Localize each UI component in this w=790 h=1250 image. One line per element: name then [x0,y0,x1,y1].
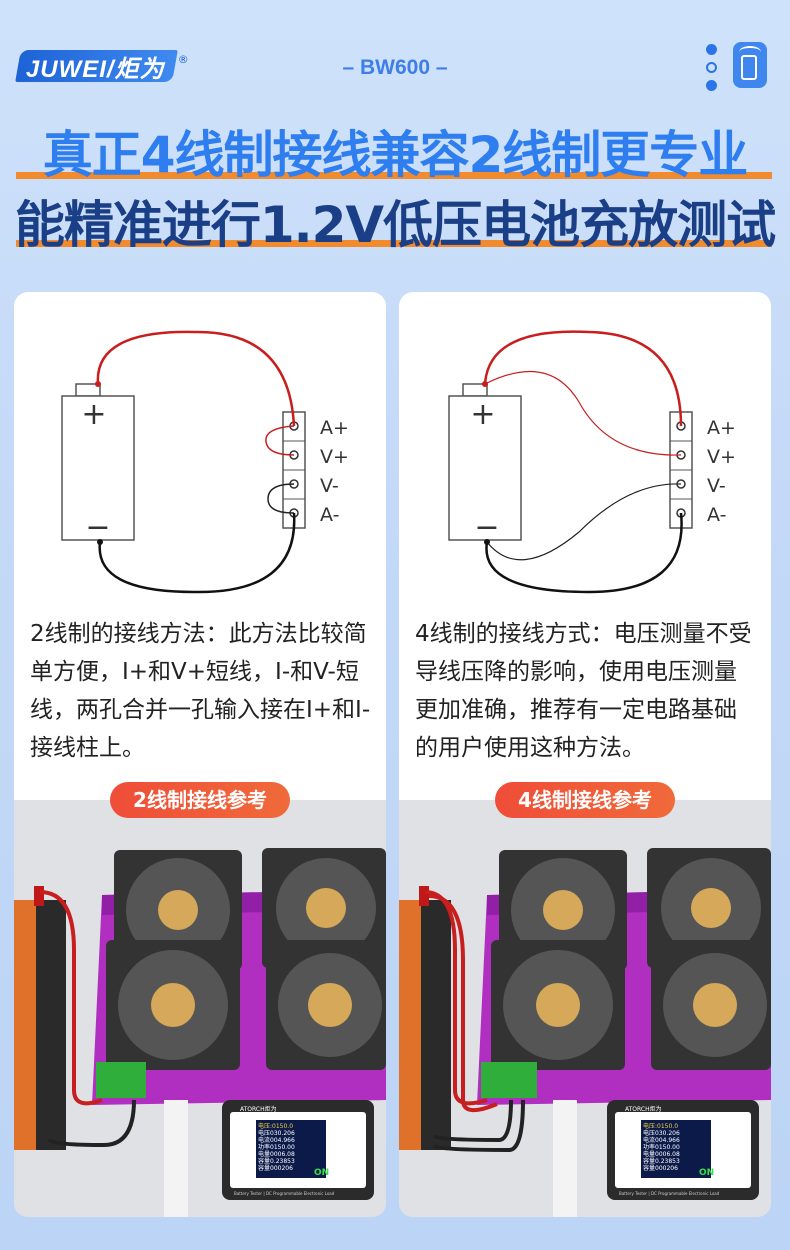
headline-primary: 真正4线制接线兼容2线制更专业 [42,126,749,184]
black-sense-wire [486,483,682,561]
meter-on: ON [699,1168,714,1178]
four-wire-diagram: + − A+ V+ V- A- [448,330,736,594]
four-wire-photo: ATORCH炬为 电压:0150.0 电压030.206 电流004.966 功… [399,800,771,1217]
page-dots[interactable] [706,44,718,98]
meter-on: ON [314,1168,329,1178]
meter-reading: 电压:0150.0 [258,1122,293,1130]
battery-icon [448,395,522,541]
meter-reading: 电量0006.08 [643,1150,680,1158]
meter-footer: Battery Tester | DC Programmable Electro… [619,1191,720,1196]
model-name: – BW600 – [342,56,448,79]
two-wire-diagram: + − A+ V+ V- A- [61,330,349,594]
title-underline [16,172,772,179]
red-wire [96,330,296,427]
plus-sign: + [81,397,106,432]
minus-sign: − [85,510,110,545]
meter-reading: 电流004.966 [643,1136,680,1144]
registered-mark: ® [177,52,189,66]
dot-indicator[interactable] [706,80,717,91]
battery-icon [61,395,135,541]
fan-icon [262,848,386,968]
meter-reading: 功率0150.00 [258,1143,295,1151]
fan-icon [266,940,386,1070]
terminal-label: A+ [707,417,736,439]
black-jumper [267,483,295,514]
fan-icon [647,848,771,968]
four-wire-card: + − A+ V+ V- A- 4线制的接线方式：电压测量不受导线压降的影响，使… [399,292,771,1217]
dot-indicator[interactable] [706,44,717,55]
dot-indicator[interactable] [706,62,717,73]
meter-reading: 电流004.966 [258,1136,295,1144]
two-wire-card: + − A+ V+ V- A- 2线制的接线方法：此方法比较简单方便，I+和V+… [14,292,386,1217]
meter-reading: 容量0.23853 [643,1157,680,1165]
two-wire-description: 2线制的接线方法：此方法比较简单方便，I+和V+短线，I-和V-短线，两孔合并一… [30,621,371,761]
meter-reading: 电压030.206 [643,1129,680,1137]
meter-reading: 容量000206 [643,1164,678,1172]
two-wire-tag: 2线制接线参考 [110,782,290,818]
remote-control-icon[interactable] [733,42,767,88]
meter-reading: 容量000206 [258,1164,293,1172]
terminal-label: V+ [707,446,736,468]
two-wire-photo: ATORCH炬为 电压:0150.0 电压030.206 电流004.966 功… [14,800,386,1217]
red-sense-wire [484,370,682,456]
title-underline [16,240,772,247]
terminal-label: V+ [320,446,349,468]
black-wire [485,512,683,594]
brand-logo: JUWEI/炬为 ® [15,50,189,83]
red-wire [483,330,683,427]
meter-display [607,1100,759,1200]
headline-secondary: 能精准进行1.2V低压电池充放测试 [14,196,776,254]
meter-reading: 功率0150.00 [643,1143,680,1151]
black-wire [98,512,296,594]
terminal-label: A- [320,504,339,526]
meter-reading: 容量0.23853 [258,1157,295,1165]
meter-display [222,1100,374,1200]
terminal-label: A+ [320,417,349,439]
meter-footer: Battery Tester | DC Programmable Electro… [234,1191,335,1196]
plus-sign: + [470,397,495,432]
fan-icon [491,940,625,1070]
terminal-label: V- [320,475,339,497]
four-wire-description: 4线制的接线方式：电压测量不受导线压降的影响，使用电压测量更加准确，推荐有一定电… [415,621,752,761]
red-jumper [265,425,295,456]
fan-icon [651,940,771,1070]
fan-icon [106,940,240,1070]
terminal-label: V- [707,475,726,497]
terminal-label: A- [707,504,726,526]
meter-reading: 电压030.206 [258,1129,295,1137]
four-wire-tag: 4线制接线参考 [495,782,675,818]
meter-brand: ATORCH炬为 [240,1105,277,1113]
meter-reading: 电压:0150.0 [643,1122,678,1130]
meter-reading: 电量0006.08 [258,1150,295,1158]
meter-brand: ATORCH炬为 [625,1105,662,1113]
